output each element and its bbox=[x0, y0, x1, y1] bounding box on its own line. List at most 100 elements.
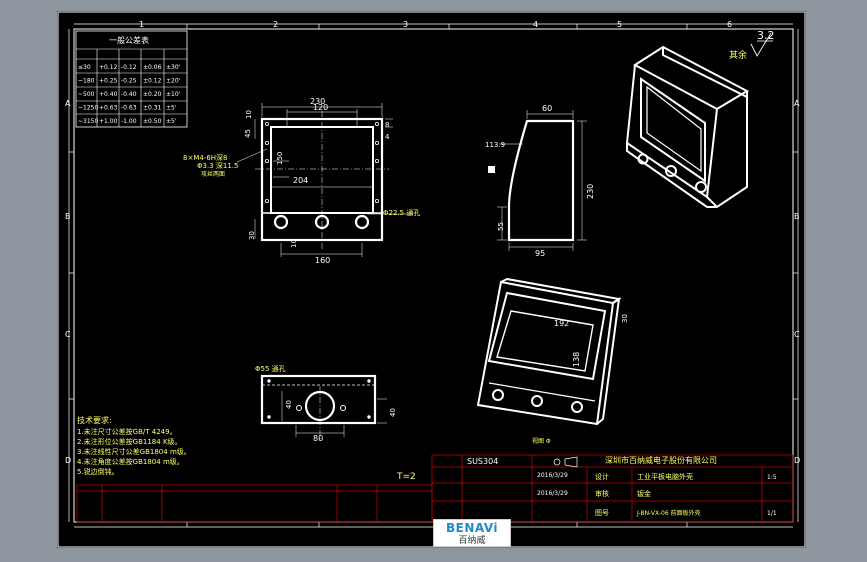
title-date-2: 2016/3/29 bbox=[537, 490, 568, 497]
front-dim-45: 45 bbox=[244, 129, 252, 138]
technical-notes: 技术要求: 1.未注尺寸公差按GB/T 4249。 2.未注形位公差按GB118… bbox=[77, 415, 191, 476]
tolerance-cell: +0.25 bbox=[99, 78, 118, 85]
iso-view-top bbox=[625, 45, 750, 209]
outer-frame bbox=[57, 11, 806, 548]
mounting-hole bbox=[267, 379, 271, 383]
row-label-c-right: C bbox=[794, 330, 800, 339]
title-material: SUS304 bbox=[467, 457, 498, 466]
title-date-1: 2016/3/29 bbox=[537, 472, 568, 479]
note-item-4: 4.未注角度公差按GB1804 m级。 bbox=[77, 457, 184, 466]
tolerance-cell: ~3150 bbox=[78, 118, 98, 125]
side-dim-55: 55 bbox=[497, 222, 505, 231]
title-company: 深圳市百纳威电子股份有限公司 bbox=[605, 455, 717, 465]
threaded-hole bbox=[264, 198, 269, 203]
note-item-2: 2.未注形位公差按GB1184 K级。 bbox=[77, 437, 182, 446]
bottom-dim-40a: 40 bbox=[285, 400, 293, 409]
side-dim-depth: 60 bbox=[542, 104, 552, 113]
front-note-side: 攻丝两面 bbox=[201, 170, 225, 178]
note-item-5: 5.锐边倒钝。 bbox=[77, 467, 119, 476]
tolerance-cell: +0.63 bbox=[99, 105, 118, 112]
notes-title: 技术要求: bbox=[77, 415, 112, 425]
threaded-hole bbox=[264, 140, 269, 145]
tolerance-cell: ~500 bbox=[78, 91, 95, 98]
iso-view-label: 视图 Φ bbox=[532, 437, 551, 445]
bottom-dim-hole: Φ55 通孔 bbox=[255, 364, 286, 373]
iso-dim-138: 138 bbox=[572, 352, 581, 367]
tolerance-cell: ~180 bbox=[78, 78, 95, 85]
row-label-d-right: D bbox=[794, 456, 800, 465]
front-dim-4: 4 bbox=[385, 133, 390, 141]
thickness-label: T=2 bbox=[396, 472, 416, 482]
tolerance-cell: ±0.50 bbox=[143, 118, 162, 125]
note-item-3: 3.未注线性尺寸公差GB1804 m级。 bbox=[77, 447, 191, 456]
tolerance-cell: -0.63 bbox=[121, 105, 137, 112]
tolerance-cell: ±5' bbox=[166, 118, 177, 125]
mounting-hole bbox=[367, 415, 371, 419]
title-drawing-no: J-BN-VX-06 前面板外壳 bbox=[636, 509, 701, 517]
tolerance-cell: -0.12 bbox=[121, 64, 137, 71]
row-label-b: B bbox=[65, 212, 71, 221]
tolerance-cell: ±10' bbox=[166, 91, 181, 98]
bottom-dim-40b: 40 bbox=[389, 408, 397, 417]
tolerance-cell: ≤30 bbox=[78, 64, 91, 71]
front-dim-204: 204 bbox=[293, 176, 308, 185]
tolerance-cell: ~1250 bbox=[78, 105, 98, 112]
mounting-hole bbox=[367, 379, 371, 383]
threaded-hole bbox=[374, 198, 379, 203]
front-dim-10: 10 bbox=[245, 110, 253, 119]
col-label-5: 5 bbox=[617, 20, 622, 29]
cad-drawing: 1 2 3 4 5 6 A B C D A B C D 一般公差表 ≤30+0.… bbox=[57, 11, 806, 548]
projection-symbol bbox=[553, 456, 578, 468]
col-label-6: 6 bbox=[727, 20, 732, 29]
front-note-csk: Φ3.3 深11.5 bbox=[197, 161, 238, 170]
title-sheet: 1/1 bbox=[767, 510, 777, 517]
front-dim-10b: 10 bbox=[290, 239, 298, 248]
revision-table bbox=[76, 484, 433, 523]
col-label-3: 3 bbox=[403, 20, 408, 29]
tolerance-cell: +1.00 bbox=[99, 118, 118, 125]
threaded-hole bbox=[264, 122, 269, 127]
benavi-logo: BENAVi 百纳威 bbox=[433, 519, 511, 547]
front-dim-hole-dia: Φ22.5 通孔 bbox=[383, 208, 420, 217]
tolerance-cell: -0.40 bbox=[121, 91, 137, 98]
tolerance-cell: ±0.20 bbox=[143, 91, 162, 98]
tolerance-table-title: 一般公差表 bbox=[109, 35, 149, 45]
title-scale: 1:5 bbox=[767, 474, 777, 481]
tolerance-cell: ±20' bbox=[166, 78, 181, 85]
row-label-b-right: B bbox=[794, 212, 800, 221]
front-dim-30: 30 bbox=[248, 231, 256, 240]
iso-dim-192: 192 bbox=[554, 319, 569, 328]
logo-brand: BENAVi bbox=[445, 521, 499, 535]
threaded-hole bbox=[374, 122, 379, 127]
mounting-hole bbox=[267, 415, 271, 419]
side-dim-angle: 113.9 bbox=[485, 141, 505, 149]
title-label-design: 设计 bbox=[595, 472, 609, 481]
bottom-dim-80: 80 bbox=[313, 434, 323, 443]
drawing-sheet: 1 2 3 4 5 6 A B C D A B C D 一般公差表 ≤30+0.… bbox=[57, 11, 806, 548]
front-view bbox=[254, 103, 413, 257]
tolerance-cell: ±5' bbox=[166, 105, 177, 112]
tolerance-cell: ±0.06 bbox=[143, 64, 162, 71]
row-label-c: C bbox=[65, 330, 71, 339]
tolerance-cell: +0.40 bbox=[99, 91, 118, 98]
col-label-1: 1 bbox=[139, 20, 144, 29]
tolerance-cell: ±0.31 bbox=[143, 105, 162, 112]
iso-view-bottom bbox=[476, 277, 622, 426]
bottom-view bbox=[260, 374, 387, 441]
iso-dim-30: 30 bbox=[621, 314, 629, 323]
threaded-hole bbox=[374, 158, 379, 163]
roughness-note: 其余 bbox=[729, 49, 747, 61]
title-part-name: 工业平板电脑外壳 bbox=[637, 472, 693, 481]
title-label-review: 审核 bbox=[595, 489, 609, 498]
side-dim-height: 230 bbox=[586, 184, 595, 199]
note-item-1: 1.未注尺寸公差按GB/T 4249。 bbox=[77, 427, 177, 436]
front-dim-8: 8 bbox=[385, 121, 389, 129]
roughness-symbol: 3.2 其余 bbox=[729, 29, 775, 61]
tolerance-cell: -0.25 bbox=[121, 78, 137, 85]
threaded-hole bbox=[374, 140, 379, 145]
logo-cn: 百纳威 bbox=[458, 536, 486, 546]
col-label-4: 4 bbox=[533, 20, 538, 29]
front-dim-150: 150 bbox=[276, 152, 284, 165]
front-note-holes: 8×M4-6H深8 bbox=[183, 153, 228, 162]
tolerance-cell: +0.12 bbox=[99, 64, 118, 71]
